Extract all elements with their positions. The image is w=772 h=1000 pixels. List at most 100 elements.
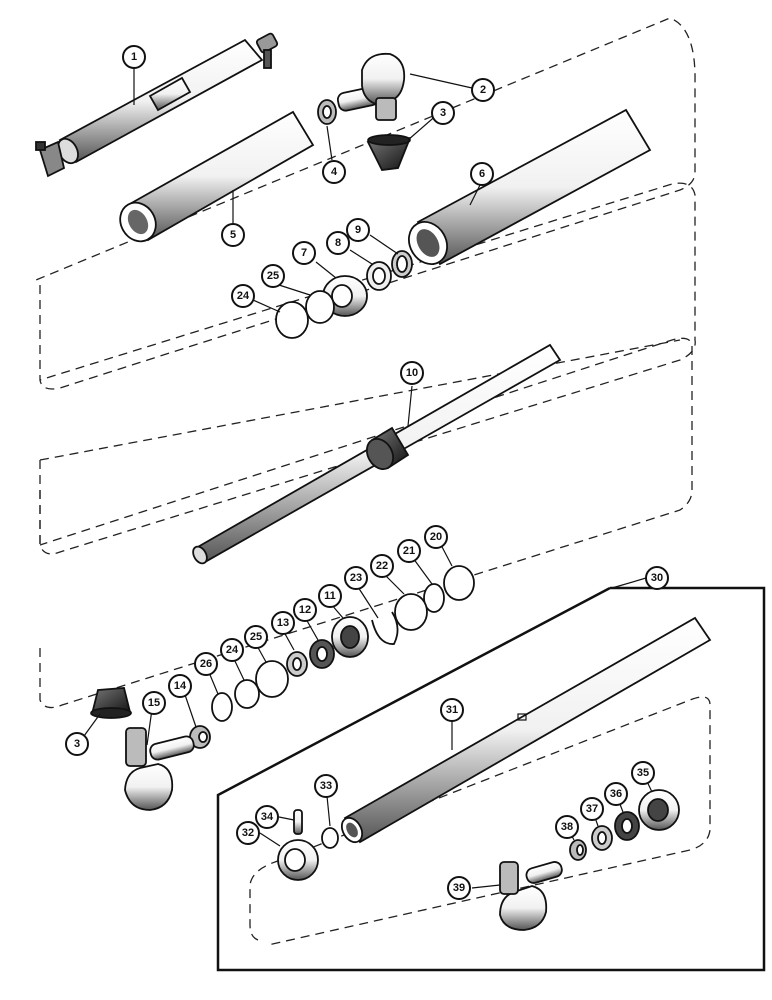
part-24-backup-ring-upper [275,301,309,339]
callout-label: 24 [226,644,239,656]
callout-label: 8 [335,237,341,249]
part-21-o-ring [423,583,445,613]
callout-label: 39 [453,882,465,894]
part-36-seal [614,811,640,841]
part-6-cylinder-barrel [408,108,652,266]
callout-21: 21 [397,539,421,563]
callout-26: 26 [194,652,218,676]
dashed-outline-inner-assembly [249,696,711,946]
callout-label: 15 [148,697,160,709]
callout-10: 10 [400,361,424,385]
part-20-ring [443,565,475,601]
callout-25-lower: 25 [244,625,268,649]
callout-label: 38 [561,821,573,833]
part-8-seal [366,261,392,291]
part-25-o-ring-lower [255,660,289,698]
callout-39: 39 [447,876,471,900]
part-15-tie-rod-end [124,727,195,811]
callout-label: 11 [324,590,336,602]
part-26-retaining-ring [211,692,233,722]
callout-label: 26 [200,658,212,670]
callout-label: 13 [277,617,289,629]
callout-label: 22 [376,560,388,572]
callout-22: 22 [370,554,394,578]
part-4-washer [317,99,337,125]
part-9-ring [391,250,413,278]
part-1-cylinder-assembly [35,32,279,178]
callout-label: 23 [350,572,362,584]
callout-label: 14 [174,680,187,692]
callout-5: 5 [221,223,245,247]
callout-4: 4 [322,160,346,184]
callout-25-upper: 25 [261,264,285,288]
part-11-piston [331,616,369,658]
callout-6: 6 [470,162,494,186]
callout-15: 15 [142,691,166,715]
callout-24-upper: 24 [231,284,255,308]
callout-13: 13 [271,611,295,635]
part-5-tube [119,110,315,243]
part-37-wiper [591,825,613,851]
part-10-piston-rod [192,343,562,565]
callout-label: 31 [446,704,458,716]
dashed-outline-upper [35,17,696,390]
callout-23: 23 [344,566,368,590]
callout-1: 1 [122,45,146,69]
part-38-washer [569,839,587,861]
callout-38: 38 [555,815,579,839]
callout-label: 3 [74,738,80,750]
callout-30: 30 [645,566,669,590]
callout-24-lower: 24 [220,638,244,662]
callout-label: 2 [480,84,486,96]
callout-9: 9 [346,218,370,242]
part-32-end-cap [277,839,319,881]
part-3-dust-boot-lower [90,687,132,719]
assembly-box-border [216,586,766,972]
part-31-tube [340,616,712,844]
callout-label: 21 [403,545,415,557]
callout-label: 1 [131,51,137,63]
callout-label: 25 [267,270,279,282]
callout-7: 7 [292,241,316,265]
callout-11: 11 [318,584,342,608]
callout-label: 37 [586,803,598,815]
callout-label: 36 [610,788,622,800]
callout-33: 33 [314,774,338,798]
callout-label: 34 [261,811,274,823]
part-25-o-ring-upper [305,290,335,324]
part-12-seal [309,639,335,669]
part-2-tie-rod-end [336,52,406,121]
callout-label: 24 [237,290,250,302]
callout-label: 7 [301,247,307,259]
callout-8: 8 [326,231,350,255]
callout-32: 32 [236,821,260,845]
callout-label: 32 [242,827,254,839]
callout-label: 3 [440,107,446,119]
part-24-backup-ring-lower [234,679,260,709]
part-22-backup-ring [394,593,428,631]
callout-31: 31 [440,698,464,722]
callout-label: 20 [430,531,442,543]
callout-14: 14 [168,674,192,698]
callout-36: 36 [604,782,628,806]
callout-2: 2 [471,78,495,102]
callout-37: 37 [580,797,604,821]
callout-12: 12 [293,598,317,622]
callout-label: 4 [331,166,338,178]
part-14-washer [189,725,211,749]
callout-3-lower: 3 [65,732,89,756]
callout-label: 10 [406,367,418,379]
callout-label: 5 [230,229,236,241]
callout-label: 9 [355,224,361,236]
leader-lines [83,68,653,889]
callout-label: 35 [637,767,649,779]
part-39-tie-rod-end [499,861,563,931]
callout-20: 20 [424,525,448,549]
part-3-dust-boot-upper [366,134,412,171]
dashed-outline-lower [39,337,693,709]
dashed-outline-rod [39,339,681,548]
callout-label: 12 [299,604,311,616]
callout-label: 33 [320,780,332,792]
